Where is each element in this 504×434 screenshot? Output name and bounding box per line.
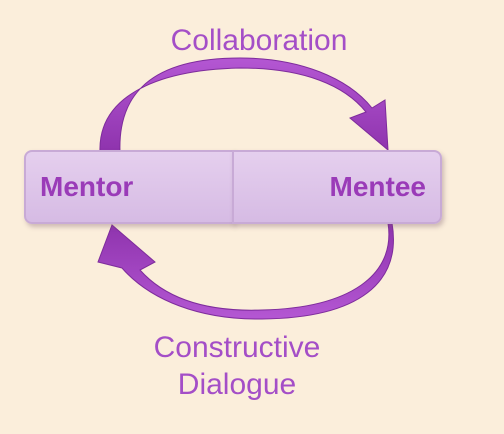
mentor-label: Mentor [40, 171, 134, 202]
collaboration-label: Collaboration [170, 24, 348, 57]
mentee-box: Mentee [232, 150, 442, 224]
mentee-label: Mentee [329, 171, 426, 202]
top-cycle-arrow [99, 57, 389, 153]
constructive-dialogue-line2: Dialogue [177, 368, 297, 401]
bottom-cycle-arrow [97, 222, 394, 320]
constructive-dialogue-label: Constructive Dialogue [0, 329, 474, 403]
constructive-dialogue-line1: Constructive [153, 331, 321, 364]
mentor-box: Mentor [24, 150, 234, 224]
